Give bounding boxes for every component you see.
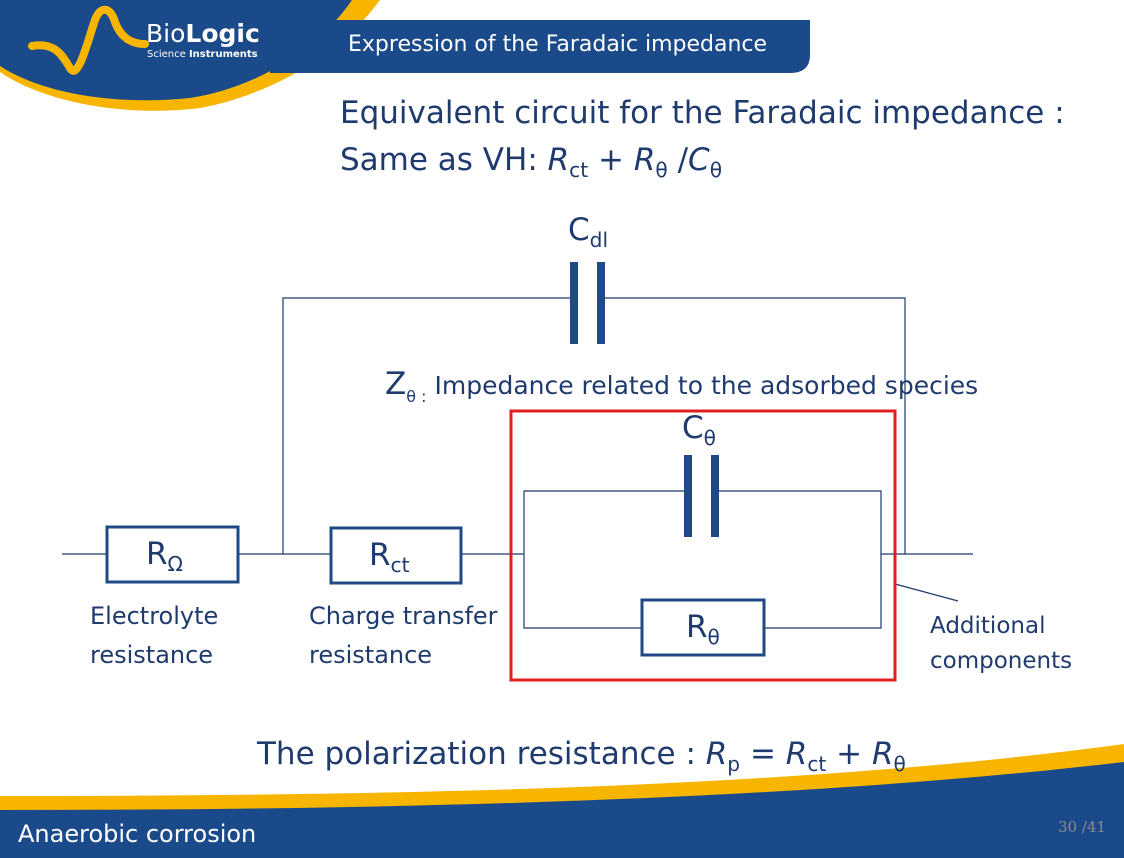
cdl-main: C	[568, 212, 590, 248]
title-banner	[270, 20, 810, 73]
formula-theta: θ	[893, 752, 906, 777]
z-main: Z	[385, 366, 407, 402]
logo-wave-icon	[28, 5, 149, 75]
heading-r2: R	[633, 142, 656, 178]
formula-plus: +	[826, 736, 872, 772]
formula-r3: R	[872, 736, 894, 772]
formula-ct: ct	[807, 752, 827, 777]
footer-band	[0, 762, 1124, 858]
ctheta-label: Cθ	[682, 410, 716, 450]
cdl-capacitor-icon	[570, 262, 605, 344]
heading-prefix: Same as VH:	[340, 142, 548, 178]
charge-line-1: Charge transfer	[309, 602, 498, 630]
heading-ct: ct	[569, 158, 589, 183]
z-sub: θ :	[406, 387, 427, 406]
header-swoosh-blue	[0, 0, 352, 101]
r-omega-resistor-box	[105, 525, 240, 584]
rtheta-label: Rθ	[686, 609, 720, 649]
z-desc: Impedance related to the adsorbed specie…	[434, 371, 979, 400]
additional-components-caption: Additional components	[930, 609, 1072, 679]
cdl-label: Cdl	[568, 212, 608, 252]
rtheta-main: R	[686, 609, 708, 645]
heading-line-2: Same as VH: Rct + Rθ /Cθ	[340, 140, 722, 190]
logo-instruments: Instruments	[188, 49, 258, 60]
rct-main: R	[369, 537, 391, 573]
ctheta-capacitor-icon	[684, 455, 719, 537]
formula-eq: =	[740, 736, 786, 772]
z-theta-label: Zθ : Impedance related to the adsorbed s…	[385, 366, 978, 406]
footer-title: Anaerobic corrosion	[18, 820, 257, 848]
electrolyte-line-2: resistance	[90, 641, 214, 669]
rtheta-resistor-box	[640, 598, 766, 657]
logo-science: Science	[147, 49, 189, 60]
heading-plus: +	[588, 142, 634, 178]
cdl-sub: dl	[589, 228, 609, 253]
rtheta-sub: θ	[707, 625, 720, 650]
r-omega-main: R	[146, 536, 168, 572]
heading-slash: /	[667, 142, 689, 178]
circuit-wires	[62, 297, 973, 629]
logo-bio: Bio	[146, 19, 186, 48]
rct-label: Rct	[369, 537, 410, 577]
formula-r1: R	[705, 736, 728, 772]
rct-resistor-box	[329, 526, 463, 585]
formula-prefix: The polarization resistance :	[257, 736, 706, 772]
heading-r: R	[547, 142, 570, 178]
heading-c: C	[688, 142, 710, 178]
additional-line-2: components	[930, 648, 1073, 674]
electrolyte-line-1: Electrolyte	[90, 602, 219, 630]
ctheta-sub: θ	[703, 426, 716, 451]
logo-wordmark: BioLogic	[146, 20, 260, 48]
charge-transfer-caption: Charge transfer resistance	[309, 597, 498, 675]
additional-line-1: Additional	[930, 613, 1046, 639]
heading-theta1: θ	[655, 158, 668, 183]
electrolyte-resistance-caption: Electrolyte resistance	[90, 597, 218, 675]
r-omega-label: RΩ	[146, 536, 183, 576]
heading-line-1: Equivalent circuit for the Faradaic impe…	[340, 95, 1065, 131]
page-number: 30 /41	[1058, 818, 1106, 836]
formula-p: p	[727, 752, 741, 777]
logo-subtitle: Science Instruments	[147, 49, 258, 60]
charge-line-2: resistance	[309, 641, 433, 669]
r-omega-sub: Ω	[167, 552, 183, 577]
formula-r2: R	[785, 736, 808, 772]
logo-logic: Logic	[185, 19, 260, 48]
heading-theta2: θ	[709, 158, 723, 183]
ctheta-main: C	[682, 410, 704, 446]
polarization-formula: The polarization resistance : Rp = Rct +…	[257, 734, 906, 784]
slide-title: Expression of the Faradaic impedance	[348, 32, 768, 57]
rct-sub: ct	[390, 553, 410, 578]
adsorbed-species-highlight	[509, 409, 897, 682]
